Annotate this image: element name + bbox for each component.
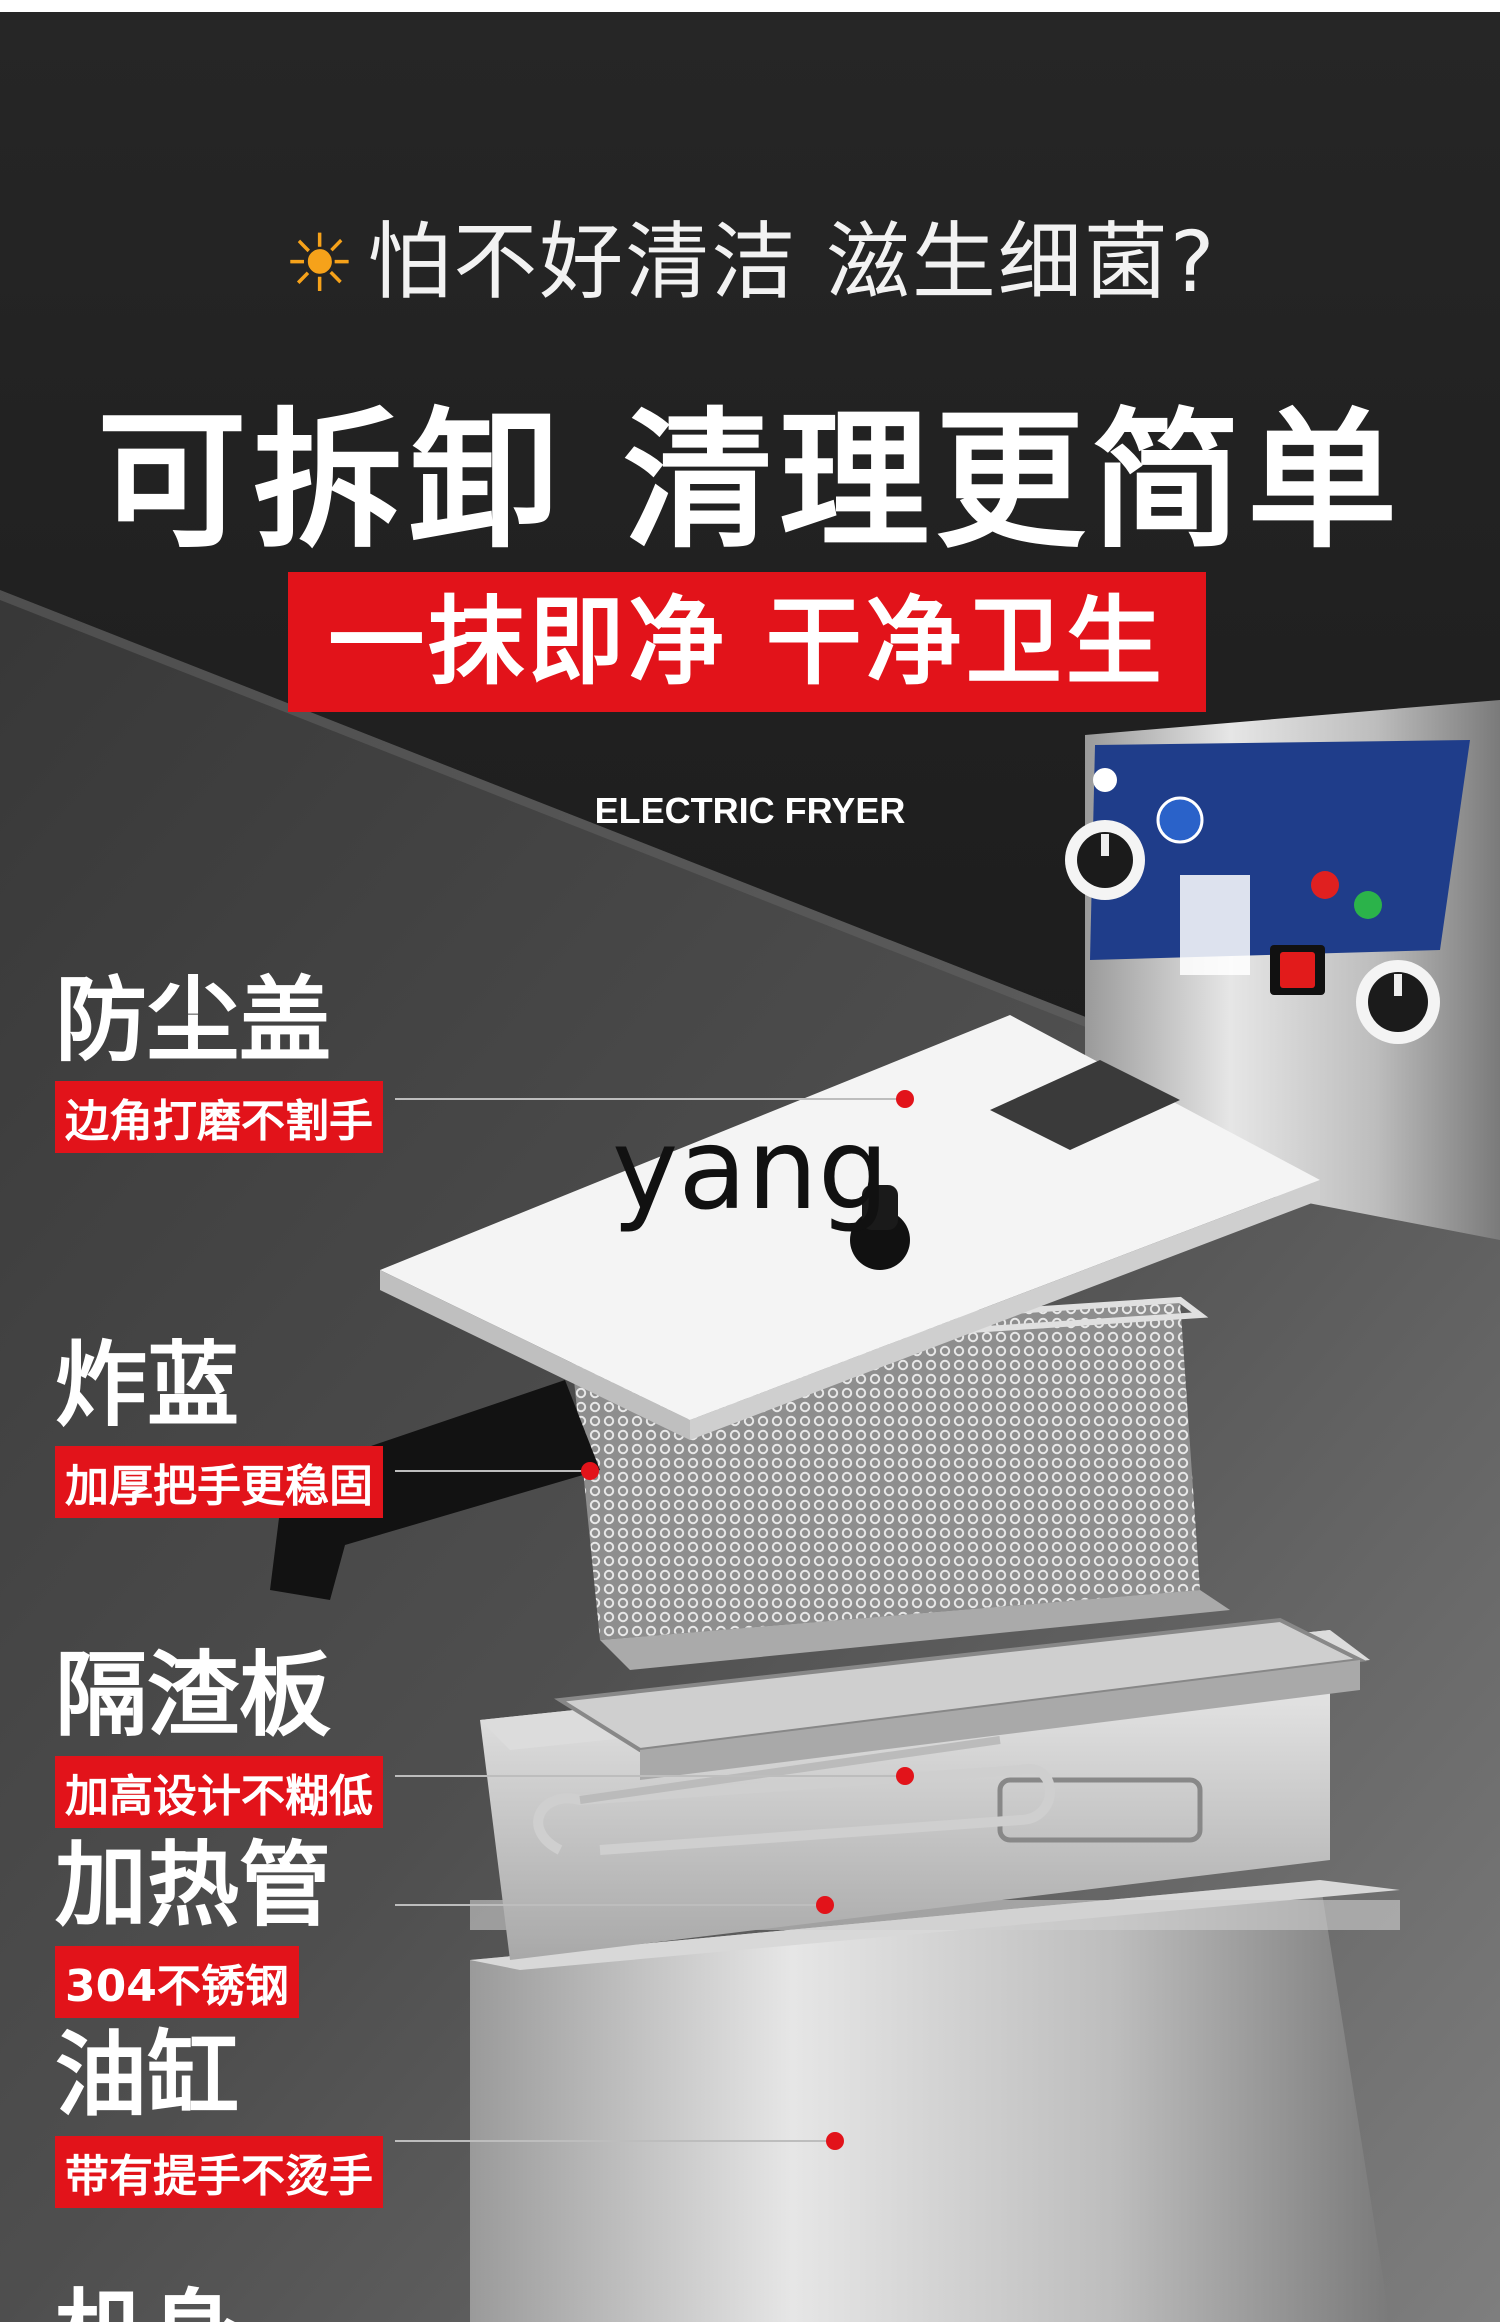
callout-name: 加热管: [55, 1832, 332, 1939]
callout-name: 油缸: [55, 2022, 240, 2129]
red-banner: 一抹即净 干净卫生: [288, 572, 1206, 712]
power-switch-icon: [1270, 945, 1325, 995]
callout-dust-cover: 防尘盖 边角打磨不割手: [55, 975, 383, 1153]
callout-tag: 加高设计不糊低: [55, 1756, 383, 1828]
page-subtitle: ☀怕不好清洁 滋生细菌?: [283, 213, 1217, 311]
callout-tag: 304不锈钢: [55, 1946, 299, 2018]
callout-tag: 带有提手不烫手: [55, 2136, 383, 2208]
control-panel: [1090, 740, 1470, 960]
basket-handle: [270, 1380, 600, 1600]
callout-tag: 加厚把手更稳固: [55, 1446, 383, 1518]
callout-body-partial: 机身: [55, 2288, 239, 2322]
indicator-light-icon: [1311, 871, 1382, 919]
callout-oil-tank: 油缸 带有提手不烫手: [55, 2030, 383, 2208]
sun-icon: ☀: [283, 217, 358, 310]
callout-name: 防尘盖: [55, 967, 332, 1074]
callout-tag: 边角打磨不割手: [55, 1081, 383, 1153]
callout-name: 炸蓝: [55, 1332, 240, 1439]
temperature-table: [1180, 875, 1250, 975]
callout-basket: 炸蓝 加厚把手更稳固: [55, 1340, 383, 1518]
watermark-text: yang: [612, 1105, 889, 1235]
knob-icon: [1356, 960, 1440, 1044]
callout-heating-tube: 加热管 304不锈钢: [55, 1840, 331, 2018]
product-line-label: ELECTRIC FRYER: [594, 790, 906, 831]
page-headline: 可拆卸 清理更简单: [96, 395, 1404, 569]
knob-icon: [1065, 820, 1145, 900]
callout-residue-board: 隔渣板 加高设计不糊低: [55, 1650, 383, 1828]
callout-name: 隔渣板: [55, 1642, 332, 1749]
